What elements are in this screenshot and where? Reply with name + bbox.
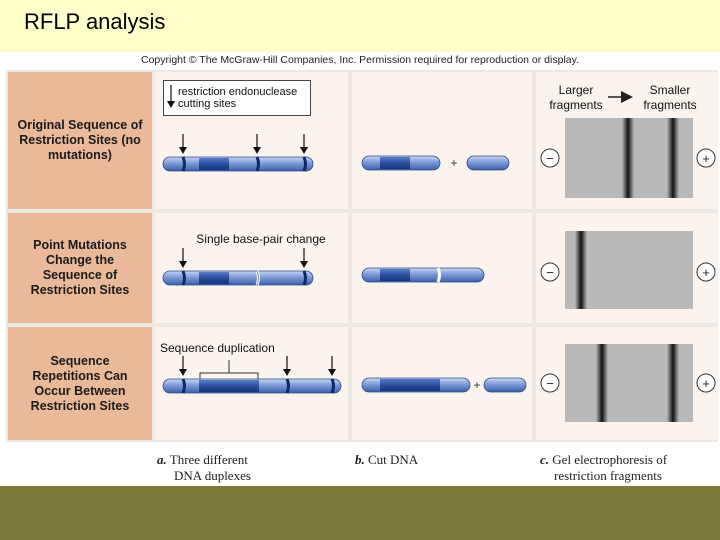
cut-dna-row2: [362, 268, 484, 282]
dna-duplex-point-mutation: [163, 271, 313, 285]
electrode-plus-row2: +: [697, 263, 715, 281]
gel-band-larger-row3: [596, 344, 608, 422]
cut-site-arrows-row1: [179, 134, 308, 154]
svg-text:+: +: [702, 151, 710, 166]
gel-band-row2: [575, 231, 587, 309]
gel-band-larger-row1: [622, 118, 634, 198]
electrode-minus-row1: −: [541, 149, 559, 167]
gel-band-smaller-row1: [667, 118, 679, 198]
dna-duplex-original: [163, 157, 313, 171]
cut-dna-row3: [362, 378, 526, 392]
plus-sign-b3: +: [473, 378, 480, 392]
svg-text:−: −: [546, 151, 554, 166]
cut-dna-row1: [362, 156, 509, 170]
electrode-minus-row2: −: [541, 263, 559, 281]
gel-band-smaller-row3: [667, 344, 679, 422]
svg-text:+: +: [702, 376, 710, 391]
electrode-plus-row3: +: [697, 374, 715, 392]
plus-sign-b1: +: [450, 156, 457, 170]
svg-text:−: −: [546, 376, 554, 391]
electrode-plus-row1: +: [697, 149, 715, 167]
svg-text:+: +: [702, 265, 710, 280]
svg-text:−: −: [546, 265, 554, 280]
cut-site-arrows-row2: [179, 248, 308, 268]
caption-a: a. Three different DNA duplexes: [157, 452, 251, 484]
electrode-minus-row3: −: [541, 374, 559, 392]
caption-b: b. Cut DNA: [355, 452, 418, 468]
footer-bar: [0, 486, 720, 540]
caption-c: c. Gel electrophoresis of restriction fr…: [540, 452, 667, 484]
dna-duplex-duplication: [163, 379, 341, 393]
